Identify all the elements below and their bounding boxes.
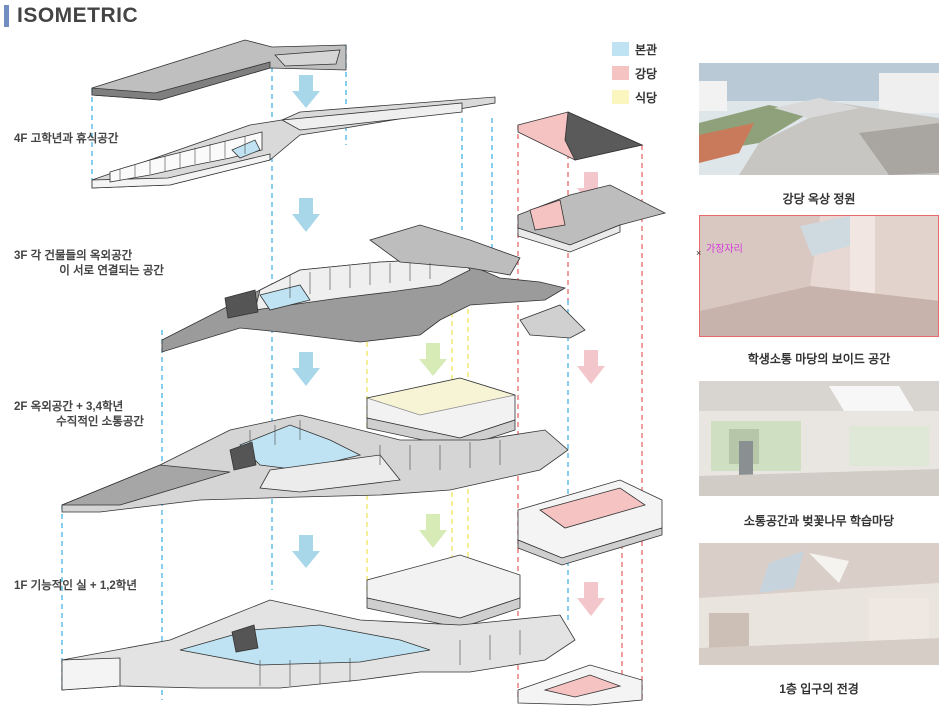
floor-label-3f: 3F 각 건물들의 옥외공간 이 서로 연결되는 공간 (14, 249, 164, 279)
legend-label-main: 본관 (635, 42, 658, 57)
learning-yard-render (699, 381, 939, 496)
auditorium-upper (517, 184, 667, 253)
floor-label-4f: 4F 고학년과 휴식공간 (14, 132, 164, 147)
learning-yard-caption: 소통공간과 벚꽃나무 학습마당 (743, 514, 895, 528)
cafe-down-arrow-1 (419, 343, 447, 376)
floor-label-1f: 1F 기능적인 실 + 1,2학년 (14, 579, 184, 594)
legend-swatch-auditorium (612, 66, 629, 80)
auditorium-1f (517, 664, 643, 706)
page-title: ISOMETRIC (4, 4, 138, 28)
title-accent-bar (4, 5, 9, 27)
floor-1f (61, 599, 576, 691)
legend-label-cafeteria: 식당 (635, 90, 658, 105)
entrance-photo (699, 543, 939, 665)
cafeteria-1f (366, 554, 521, 629)
auditorium-2f (517, 479, 663, 566)
legend-swatch-cafeteria (612, 90, 629, 104)
main-down-arrow-1 (292, 75, 320, 108)
main-down-arrow-2 (292, 198, 320, 232)
void-space-render (700, 216, 938, 336)
legend-item-cafeteria: 식당 (612, 85, 657, 109)
entrance-caption: 1층 입구의 전경 (779, 682, 859, 696)
title-text: ISOMETRIC (17, 4, 139, 27)
cafe-down-arrow-2 (419, 514, 447, 548)
roof-slab (91, 39, 347, 101)
learning-yard-photo (699, 381, 939, 496)
void-marker: × (696, 248, 702, 258)
main-down-arrow-4 (292, 535, 320, 568)
void-overlay-label: 가장자리 (706, 244, 743, 255)
legend-swatch-main (612, 42, 629, 56)
main-down-arrow-3 (292, 352, 320, 386)
floor-label-2f-line2: 수직적인 소통공간 (56, 416, 144, 428)
rooftop-garden-photo (699, 63, 939, 175)
floor-label-4f-line1: 4F 고학년과 휴식공간 (14, 133, 119, 145)
legend-item-auditorium: 강당 (612, 61, 657, 85)
floor-label-2f-line1: 2F 옥외공간 + 3,4학년 (14, 401, 124, 413)
legend-label-auditorium: 강당 (635, 66, 658, 81)
floor-label-3f-line1: 3F 각 건물들의 옥외공간 (14, 250, 133, 262)
entrance-view-render (699, 543, 939, 665)
main-building-lines (61, 45, 569, 700)
floor-2f (61, 414, 569, 513)
floor-label-3f-line2: 이 서로 연결되는 공간 (59, 265, 164, 277)
aud-down-arrow-3 (577, 582, 605, 616)
void-space-photo (699, 215, 939, 337)
rooftop-garden-render (699, 63, 939, 175)
floor-4f (91, 96, 496, 189)
auditorium-roof (517, 111, 644, 161)
void-space-caption: 학생소통 마당의 보이드 공간 (747, 352, 891, 366)
floor-3f (161, 224, 586, 353)
floor-label-1f-line1: 1F 기능적인 실 + 1,2학년 (14, 580, 137, 592)
floor-label-2f: 2F 옥외공간 + 3,4학년 수직적인 소통공간 (14, 400, 144, 430)
aud-down-arrow-2 (577, 350, 605, 384)
rooftop-garden-caption: 강당 옥상 정원 (782, 192, 856, 206)
flow-arrows (292, 75, 605, 616)
legend-item-main: 본관 (612, 37, 657, 61)
legend: 본관 강당 식당 (612, 37, 657, 109)
